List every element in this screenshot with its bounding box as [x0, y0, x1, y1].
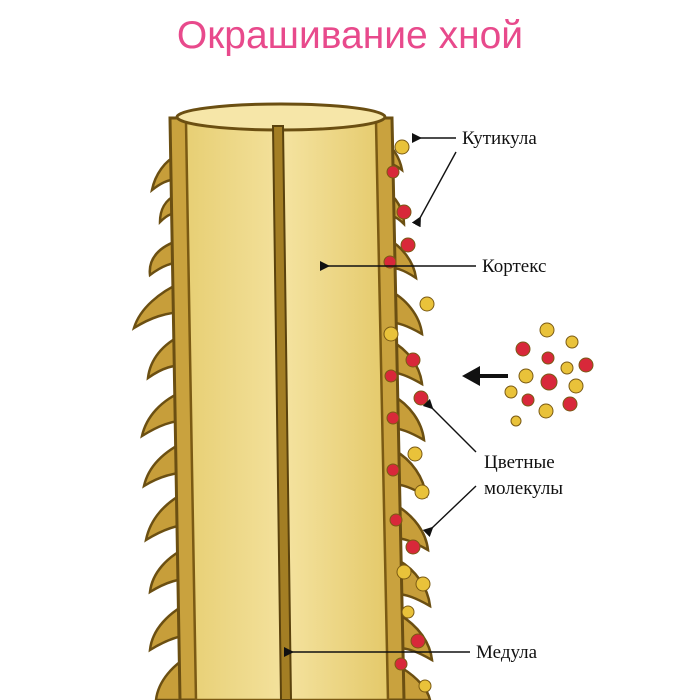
yellow-molecule	[396, 564, 412, 580]
red-molecule	[410, 633, 426, 649]
medulla	[271, 125, 293, 700]
yellow-molecule	[414, 484, 430, 500]
molecules-arrow-up	[422, 398, 477, 453]
red-molecule	[405, 352, 421, 368]
red-molecule	[405, 539, 421, 555]
yellow-molecule	[407, 446, 423, 462]
yellow-molecule	[539, 322, 555, 338]
molecules-arrow-down	[422, 485, 477, 538]
yellow-molecule	[518, 368, 534, 384]
page-title: Окрашивание хной	[177, 14, 523, 57]
red-molecule	[389, 513, 403, 527]
red-molecule	[541, 351, 555, 365]
yellow-molecule	[538, 403, 554, 419]
yellow-molecule	[510, 415, 522, 427]
yellow-molecule	[418, 679, 432, 693]
red-molecule	[384, 369, 398, 383]
molecules-label-line2: молекулы	[484, 478, 563, 499]
red-molecule	[540, 373, 558, 391]
yellow-molecule	[415, 576, 431, 592]
molecules-label-line1: Цветные	[484, 452, 555, 473]
cortex-label: Кортекс	[482, 256, 546, 277]
red-molecule	[394, 657, 408, 671]
yellow-molecule	[394, 139, 410, 155]
cuticle-arrow-2	[411, 151, 457, 228]
red-molecule	[383, 255, 397, 269]
red-molecule	[515, 341, 531, 357]
cuticle-label: Кутикула	[462, 128, 537, 149]
red-molecule	[386, 165, 400, 179]
free-molecule-cluster	[504, 322, 594, 427]
yellow-molecule	[419, 296, 435, 312]
red-molecule	[562, 396, 578, 412]
yellow-molecule	[568, 378, 584, 394]
red-molecule	[521, 393, 535, 407]
red-molecule	[413, 390, 429, 406]
red-molecule	[386, 463, 400, 477]
label-arrows	[284, 133, 477, 657]
red-molecule	[396, 204, 412, 220]
yellow-molecule	[560, 361, 574, 375]
diffusion-arrow-head	[462, 366, 480, 386]
yellow-molecule	[383, 326, 399, 342]
red-molecule	[578, 357, 594, 373]
yellow-molecule	[565, 335, 579, 349]
yellow-molecule	[504, 385, 518, 399]
yellow-molecule	[401, 605, 415, 619]
red-molecule	[386, 411, 400, 425]
medulla-label: Медула	[476, 642, 538, 663]
red-molecule	[400, 237, 416, 253]
